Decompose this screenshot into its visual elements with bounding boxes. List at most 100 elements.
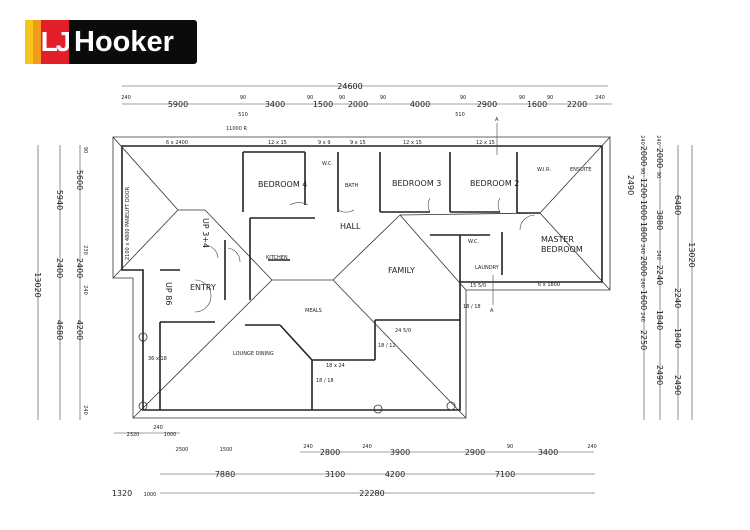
window-labels: 6 x 2400 12 x 15 9 x 9 9 x 15 12 x 15 12…	[148, 117, 560, 384]
window-label: 18 / 18	[463, 304, 481, 310]
dimension-label: 2200	[567, 100, 587, 109]
dimension-label: 90	[460, 95, 466, 101]
dimension-label: 3880	[655, 210, 664, 230]
dimension-label: 240	[639, 244, 645, 254]
dimension-label: 240	[655, 250, 661, 260]
room-bath: BATH	[345, 183, 359, 189]
window-label: 18 / 12	[378, 343, 396, 349]
dimension-label: 1600	[527, 100, 547, 109]
window-label: 12 x 15	[268, 140, 287, 146]
dimension-label: 4680	[55, 320, 64, 340]
dimension-label: 6480	[673, 195, 682, 215]
dimension-label: 13020	[33, 272, 42, 297]
dimension-label: 2240	[655, 265, 664, 285]
room-master: MASTER	[541, 235, 574, 244]
dimension-label: 240	[639, 278, 645, 288]
dimension-lines	[37, 85, 693, 494]
dimension-label: 1000	[639, 200, 648, 220]
dimension-label: 4000	[410, 100, 430, 109]
window-label: 15 5/0	[470, 283, 486, 289]
stairs-up-label-2: UP 86	[164, 282, 173, 305]
window-label: 24 5/0	[395, 328, 411, 334]
dimension-label: 2000	[639, 146, 648, 166]
dimension-label: 5940	[55, 190, 64, 210]
column-circles	[138, 332, 456, 414]
dimension-label: 1500	[220, 447, 233, 453]
section-marker: A	[495, 117, 499, 123]
dimension-label: 1840	[673, 328, 682, 348]
window-label: 6 x 2400	[166, 140, 188, 146]
dimension-label: 240	[153, 425, 163, 431]
dimension-label: 3400	[265, 100, 285, 109]
room-wir: W.I.R.	[537, 167, 551, 173]
dimension-label: 240	[362, 444, 372, 450]
dimension-label: 240	[121, 95, 131, 101]
dimension-label: 240	[82, 405, 88, 415]
dimension-label: 2320	[127, 432, 140, 438]
window-label: 11000 R	[226, 126, 247, 132]
room-ensuite: ENSUITE	[570, 167, 591, 173]
dimension-label: 90	[339, 95, 345, 101]
dimension-label: 90	[519, 95, 525, 101]
dimension-label: 5600	[75, 170, 84, 190]
window-label: 9 x 15	[350, 140, 366, 146]
window-label: 6 x 1800	[538, 282, 560, 288]
dimension-label: 90	[507, 444, 513, 450]
window-label: 36 x 18	[148, 356, 167, 362]
dimension-label: 13020	[687, 242, 696, 267]
section-marker: A	[490, 308, 494, 314]
window-label: 18 x 24	[326, 363, 345, 369]
dimension-label: 2900	[477, 100, 497, 109]
dimension-label: 510	[455, 112, 465, 118]
dimension-label: 1800	[639, 222, 648, 242]
room-laundry: LAUNDRY	[475, 265, 500, 271]
dimension-label: 1200	[639, 178, 648, 198]
room-family: FAMILY	[388, 266, 415, 275]
dimension-label: 240	[587, 444, 597, 450]
room-labels: BEDROOM 4 W.C. BATH BEDROOM 3 BEDROOM 2 …	[125, 161, 591, 357]
room-kitchen: KITCHEN	[266, 255, 288, 261]
dimension-label: 90	[240, 95, 246, 101]
logo-stripe-orange	[33, 20, 41, 64]
garage-door-label: 2100 x 4800 PANELIFT DOOR	[125, 186, 131, 260]
dimension-label: 7100	[495, 470, 515, 479]
dimension-label: 510	[238, 112, 248, 118]
window-label: 9 x 9	[318, 140, 331, 146]
dimension-label: 90	[547, 95, 553, 101]
dimension-label: 2400	[75, 258, 84, 278]
room-lounge-dining: LOUNGE DINING	[233, 351, 274, 357]
interior-walls	[159, 151, 540, 410]
dimension-label: 3400	[538, 448, 558, 457]
dimension-label: 2490	[655, 365, 664, 385]
dimension-label: 90	[82, 147, 88, 153]
room-meals: MEALS	[305, 308, 322, 314]
dimension-label: 3100	[325, 470, 345, 479]
dimension-label: 90	[639, 168, 645, 174]
stairs-up-label: UP 3+4	[201, 218, 210, 248]
dimension-label: 4200	[385, 470, 405, 479]
dimension-label: 90	[307, 95, 313, 101]
dimension-label: 240	[595, 95, 605, 101]
dimension-label: 1000	[144, 492, 157, 498]
room-entry: ENTRY	[190, 283, 216, 292]
dimension-label: 24600	[337, 82, 362, 91]
dimension-label: 1840	[655, 310, 664, 330]
dimension-label: 2800	[320, 448, 340, 457]
dimension-label: 4200	[75, 320, 84, 340]
dimension-label: 2900	[465, 448, 485, 457]
room-bedroom-4: BEDROOM 4	[258, 180, 307, 189]
room-wc: W.C.	[322, 161, 333, 167]
dimension-label: 90	[380, 95, 386, 101]
roof-outline	[112, 136, 611, 419]
room-bedroom-2: BEDROOM 2	[470, 179, 519, 188]
lj-hooker-logo: LJ Hooker	[25, 20, 197, 64]
dimension-label: 2000	[348, 100, 368, 109]
dimension-label: 240	[639, 312, 645, 322]
room-bedroom-3: BEDROOM 3	[392, 179, 441, 188]
room-wc-2: W.C.	[468, 239, 479, 245]
dimension-label: 3900	[390, 448, 410, 457]
dimension-label: 22280	[359, 489, 384, 498]
dimension-label: 2240	[673, 288, 682, 308]
dimension-label: 240	[82, 285, 88, 295]
dimension-label: 240	[303, 444, 313, 450]
